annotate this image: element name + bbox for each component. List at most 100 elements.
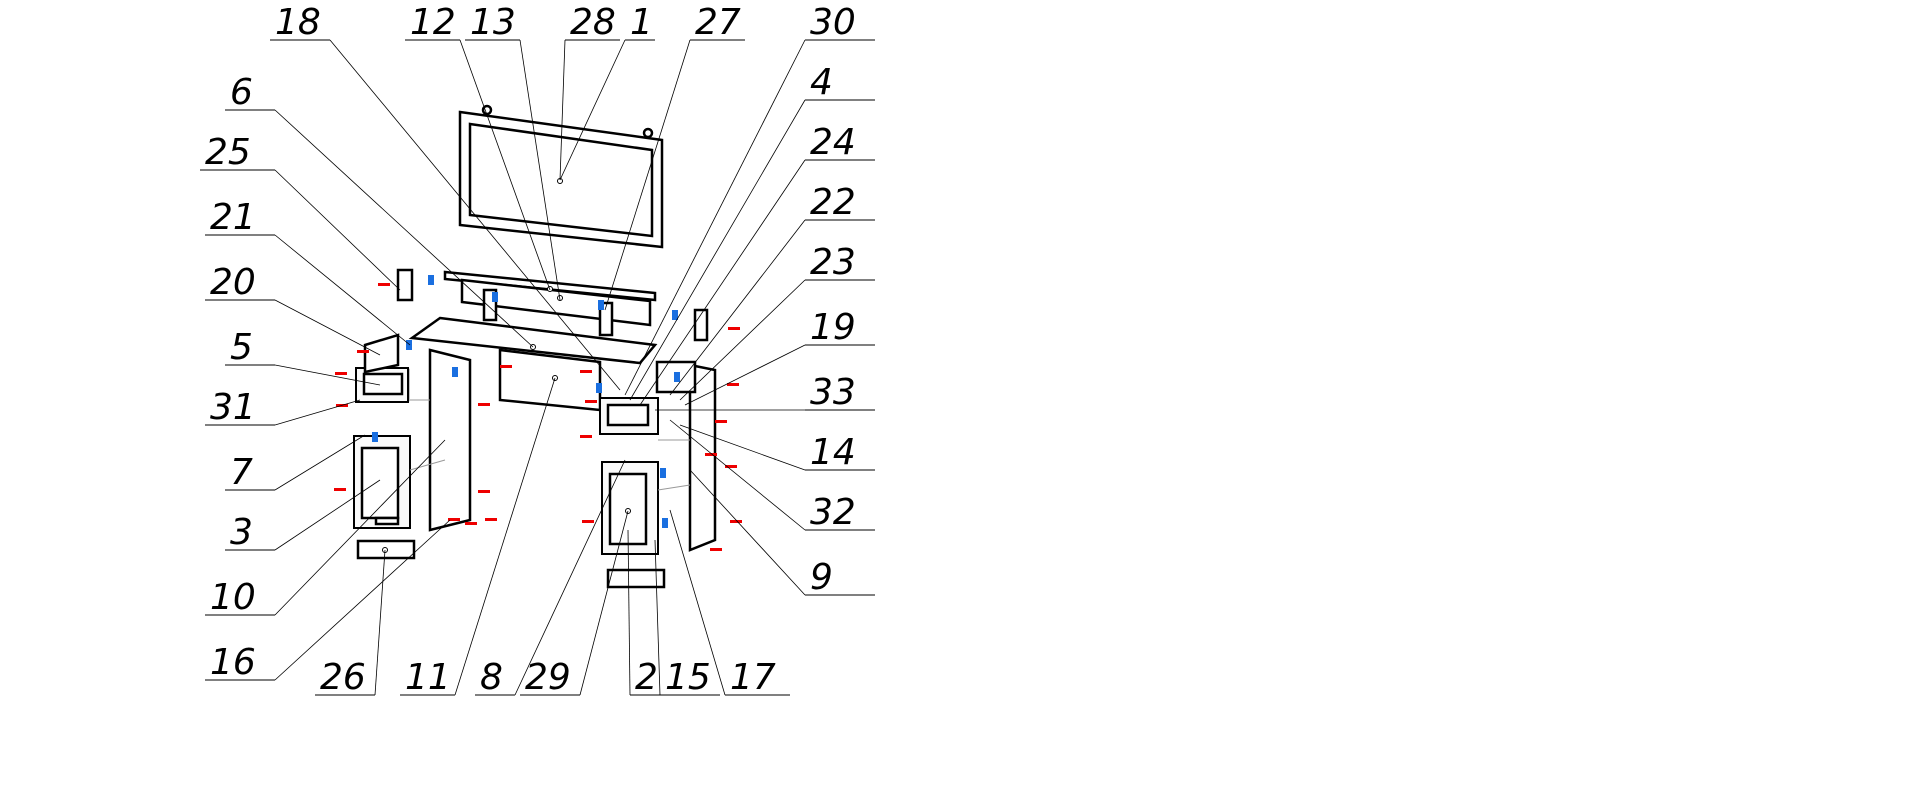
leader-line — [629, 99, 806, 401]
leader-line — [669, 219, 806, 396]
callout-8: 8 — [475, 459, 626, 698]
leader-line — [514, 459, 626, 696]
callout-25: 25 — [200, 132, 401, 291]
fitting-mark — [406, 340, 412, 350]
leader-line — [274, 399, 361, 426]
callout-27: 27 — [604, 2, 745, 311]
screw-mark — [357, 350, 369, 353]
leader-line — [519, 39, 561, 301]
screw-mark — [730, 520, 742, 523]
leader-line — [679, 279, 806, 401]
callout-13: 13 — [465, 2, 561, 301]
screw-mark — [705, 453, 717, 456]
fitting-mark — [674, 372, 680, 382]
fitting-mark — [598, 300, 604, 310]
leader-line — [639, 159, 806, 406]
callout-20: 20 — [205, 262, 381, 356]
mirror — [458, 104, 664, 249]
callout-number: 26 — [320, 657, 366, 698]
callout-6: 6 — [225, 72, 534, 348]
leader-line — [274, 434, 366, 491]
callout-number: 16 — [210, 642, 256, 683]
callout-22: 22 — [669, 182, 875, 396]
right-cabinet — [599, 360, 717, 589]
callout-number: 2 — [635, 657, 658, 698]
screw-mark — [448, 518, 460, 521]
fitting-mark — [662, 518, 668, 528]
screw-mark — [334, 488, 346, 491]
screw-mark — [582, 520, 594, 523]
screw-mark — [715, 420, 727, 423]
table-top — [408, 316, 658, 412]
callout-5: 5 — [225, 327, 381, 386]
callout-number: 17 — [730, 657, 776, 698]
callout-30: 30 — [624, 2, 875, 396]
callout-number: 33 — [810, 372, 856, 413]
leader-line — [274, 479, 381, 551]
leader-line — [274, 439, 446, 616]
callout-23: 23 — [679, 242, 875, 401]
leader-line — [274, 169, 401, 291]
screw-mark — [585, 400, 597, 403]
callout-number: 1 — [630, 2, 653, 43]
callout-33: 33 — [655, 372, 875, 413]
fitting-mark — [452, 367, 458, 377]
screw-mark — [485, 518, 497, 521]
callout-number: 19 — [810, 307, 856, 348]
callout-number: 7 — [230, 452, 253, 493]
callout-26: 26 — [315, 549, 386, 698]
callout-number: 3 — [230, 512, 253, 553]
fitting-mark — [428, 275, 434, 285]
leader-line — [627, 529, 631, 696]
callout-3: 3 — [225, 479, 381, 553]
callout-28: 28 — [559, 2, 620, 181]
screw-mark — [500, 365, 512, 368]
fitting-mark — [492, 292, 498, 302]
callout-12: 12 — [405, 2, 551, 291]
fitting-mark — [660, 468, 666, 478]
leader-line — [459, 39, 551, 291]
callout-9: 9 — [689, 469, 875, 598]
callout-number: 18 — [275, 2, 321, 43]
leader-line — [274, 519, 451, 681]
callout-31: 31 — [205, 387, 361, 428]
callout-32: 32 — [669, 419, 875, 533]
callout-7: 7 — [225, 434, 366, 493]
callout-number: 12 — [410, 2, 456, 43]
callout-number: 14 — [810, 432, 856, 473]
left-cabinet — [353, 333, 472, 560]
callout-number: 32 — [810, 492, 856, 533]
leader-line — [669, 419, 806, 531]
screw-mark — [580, 435, 592, 438]
leader-line — [274, 234, 411, 346]
leader-line — [654, 539, 661, 696]
screw-mark — [728, 327, 740, 330]
callout-1: 1 — [559, 2, 655, 181]
leader-line — [689, 469, 806, 596]
leader-line — [669, 509, 726, 696]
callout-number: 29 — [525, 657, 571, 698]
fastener-marks — [334, 275, 742, 551]
leader-line — [624, 39, 806, 396]
callout-number: 11 — [405, 657, 451, 698]
callout-number: 25 — [205, 132, 251, 173]
leader-line — [559, 39, 566, 181]
leader-line — [684, 344, 806, 406]
leader-line — [604, 39, 691, 311]
fitting-mark — [672, 310, 678, 320]
leader-line — [679, 424, 806, 471]
leader-line — [579, 510, 629, 696]
callout-number: 8 — [480, 657, 503, 698]
callout-number: 28 — [570, 2, 616, 43]
screw-mark — [727, 383, 739, 386]
fitting-mark — [372, 432, 378, 442]
callout-11: 11 — [400, 377, 556, 698]
callout-number: 30 — [810, 2, 856, 43]
callout-18: 18 — [270, 2, 621, 391]
callout-number: 6 — [230, 72, 253, 113]
screw-mark — [478, 490, 490, 493]
callout-number: 9 — [810, 557, 833, 598]
callout-number: 22 — [810, 182, 856, 223]
